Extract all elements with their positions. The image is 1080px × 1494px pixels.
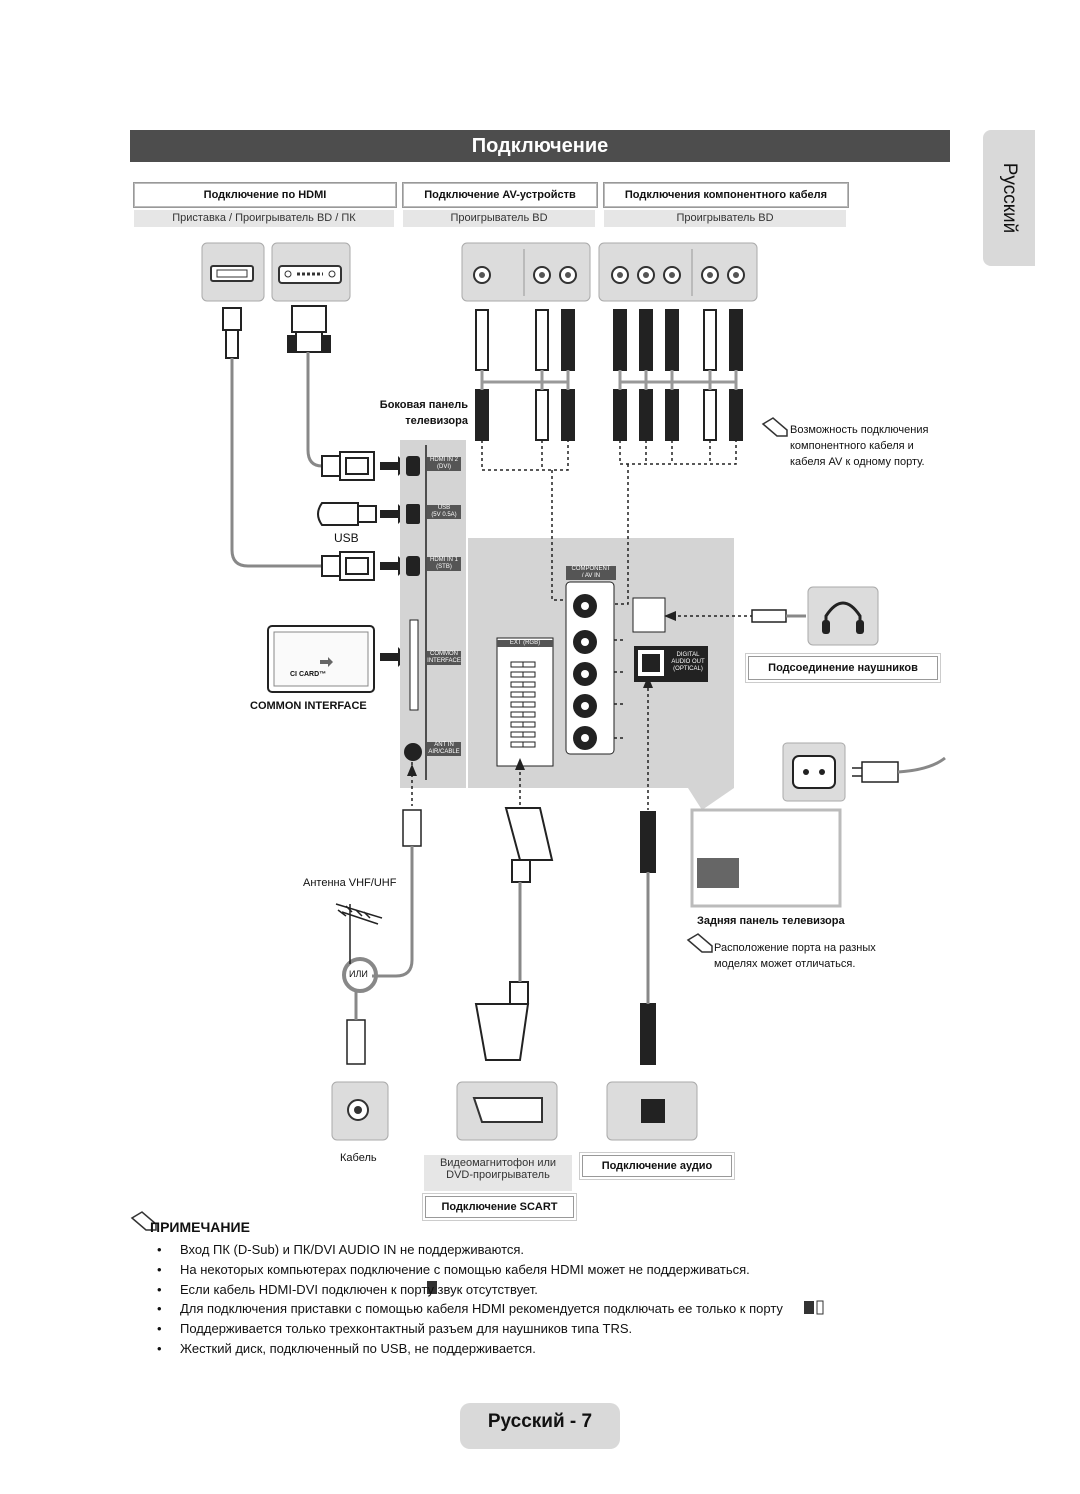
hdmi-device-label: Приставка / Проигрыватель BD / ПК — [134, 210, 394, 227]
headphones-label: Подсоединение наушников — [745, 653, 941, 683]
note-item: Для подключения приставки с помощью кабе… — [157, 1299, 1057, 1319]
optical-plugs — [640, 811, 656, 1065]
hdmi2-port-label: HDMI IN 2(DVI) — [427, 457, 461, 471]
audio-label: Подключение аудио — [579, 1152, 735, 1180]
component-av-note-3: кабеля AV к одному порту. — [790, 456, 925, 468]
note-list: Вход ПК (D-Sub) и ПК/DVI AUDIO IN не под… — [157, 1240, 1057, 1359]
cable-port-icon — [331, 1081, 389, 1141]
page-footer: Русский - 7 — [460, 1403, 620, 1449]
usb-port-label: USB(5V 0.5A) — [427, 505, 461, 519]
ci-card-label: CI CARD™ — [290, 671, 327, 678]
note-title: ПРИМЕЧАНИЕ — [150, 1219, 250, 1235]
usb-label: USB — [334, 531, 359, 545]
component-av-note-1: Возможность подключения — [790, 424, 929, 436]
scart-label: Подключение SCART — [422, 1193, 577, 1221]
note-item: Жесткий диск, подключенный по USB, не по… — [157, 1339, 1057, 1359]
dvi-plug-top — [287, 305, 331, 353]
page-title: Подключение — [130, 130, 950, 162]
rear-note-2: моделях может отличаться. — [714, 958, 856, 970]
language-tab[interactable]: Русский — [983, 130, 1035, 266]
or-label: ИЛИ — [349, 969, 368, 979]
side-panel-label-2: телевизора — [405, 415, 468, 427]
side-panel-label-1: Боковая панель — [379, 399, 468, 411]
scart-plugs — [474, 807, 554, 1061]
component-source-ports-icon — [598, 242, 758, 302]
note-pencil-icon — [130, 417, 788, 1231]
vcr-label: Видеомагнитофон или DVD-проигрыватель — [424, 1155, 572, 1191]
note-item: Вход ПК (D-Sub) и ПК/DVI AUDIO IN не под… — [157, 1240, 1057, 1260]
antenna-label: Антенна VHF/UHF — [303, 877, 397, 889]
rca-plugs-top — [475, 309, 743, 441]
antenna-connector — [346, 809, 422, 1065]
av-device-label: Проигрыватель BD — [403, 210, 595, 227]
scart-device-port-icon — [456, 1081, 558, 1141]
hdmi-plug-side-bottom — [321, 551, 375, 581]
note-item: Если кабель HDMI-DVI подключен к порту з… — [157, 1280, 1057, 1300]
cable-label: Кабель — [340, 1152, 377, 1164]
hdmi-plug-top — [222, 307, 242, 359]
av-source-ports-icon — [461, 242, 591, 302]
optical-device-port-icon — [606, 1081, 698, 1141]
hdmi-section-header: Подключение по HDMI — [133, 182, 397, 208]
component-section-header: Подключения компонентного кабеля — [603, 182, 849, 208]
av-section-header: Подключение AV-устройств — [402, 182, 598, 208]
tv-rear-illustration — [688, 788, 842, 908]
power-plug-icon — [852, 756, 946, 783]
note-item: Поддерживается только трехконтактный раз… — [157, 1319, 1057, 1339]
ci-card-icon — [267, 625, 375, 693]
hdmi-source-port-icon — [201, 242, 265, 302]
power-socket-icon — [782, 742, 846, 802]
antenna-icon — [335, 903, 383, 964]
component-device-label: Проигрыватель BD — [604, 210, 846, 227]
rear-arrows — [407, 611, 676, 776]
hdmi-cable — [230, 358, 322, 568]
common-interface-label: COMMON INTERFACE — [250, 700, 367, 712]
headphone-jack — [632, 597, 666, 633]
dvi-cable — [306, 352, 323, 468]
side-panel — [400, 440, 466, 788]
note-item: На некоторых компьютерах подключение с п… — [157, 1260, 1057, 1280]
component-port-label: COMPONENT/ AV IN — [566, 566, 616, 580]
hdmi-plug-side-top — [321, 451, 375, 481]
rca-cable-bundles — [480, 370, 738, 390]
or-circle — [342, 957, 378, 993]
hdmi1-port-label: HDMI IN 1(STB) — [427, 557, 461, 571]
usb-stick-icon — [317, 502, 377, 526]
rear-note-1: Расположение порта на разных — [714, 942, 876, 954]
headphones-icon — [807, 586, 879, 646]
rear-panel-label: Задняя панель телевизора — [697, 915, 845, 927]
headphone-plug-icon — [751, 609, 806, 623]
ext-rgb-label: EXT (RGB) — [497, 640, 553, 647]
dvi-source-port-icon — [271, 242, 351, 302]
component-av-note-2: компонентного кабеля и — [790, 440, 914, 452]
